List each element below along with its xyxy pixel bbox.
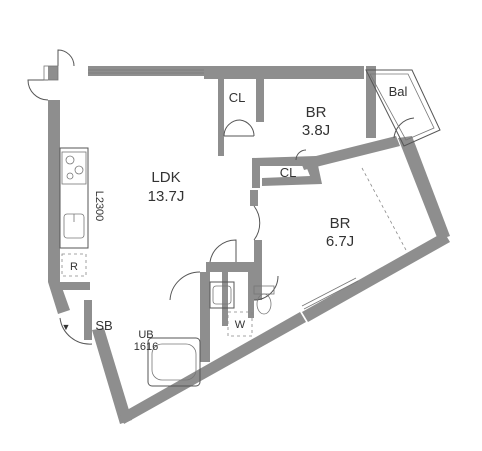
room-ub-name: UB — [138, 329, 153, 341]
balcony — [365, 69, 441, 147]
kitchen-length-label: L2300 — [93, 191, 105, 222]
room-cl2-name: CL — [280, 165, 297, 180]
room-br1-size: 3.8J — [302, 122, 330, 139]
toilet — [253, 285, 275, 315]
exterior-walls — [48, 66, 450, 424]
room-r-name: R — [70, 261, 78, 273]
kitchen-counter — [59, 147, 89, 249]
room-ub-size: 1616 — [134, 341, 158, 353]
room-br2-size: 6.7J — [326, 233, 354, 250]
washer-box — [227, 311, 253, 337]
windows — [88, 69, 359, 310]
room-sb-name: SB — [95, 318, 112, 333]
fridge-box — [61, 253, 87, 277]
interior-walls — [60, 76, 400, 362]
doors — [27, 49, 415, 345]
entry-marker-icon: ▼ — [62, 322, 71, 332]
room-ldk-name: LDK — [151, 169, 180, 186]
room-ldk-size: 13.7J — [148, 188, 185, 205]
room-bal-name: Bal — [389, 84, 408, 99]
room-cl1-name: CL — [229, 90, 246, 105]
washbasin — [209, 281, 235, 309]
room-br1-name: BR — [306, 104, 327, 121]
br2-wardrobe-lines — [361, 167, 407, 251]
room-br2-name: BR — [330, 215, 351, 232]
room-w-name: W — [235, 319, 246, 331]
bathtub — [147, 337, 201, 387]
